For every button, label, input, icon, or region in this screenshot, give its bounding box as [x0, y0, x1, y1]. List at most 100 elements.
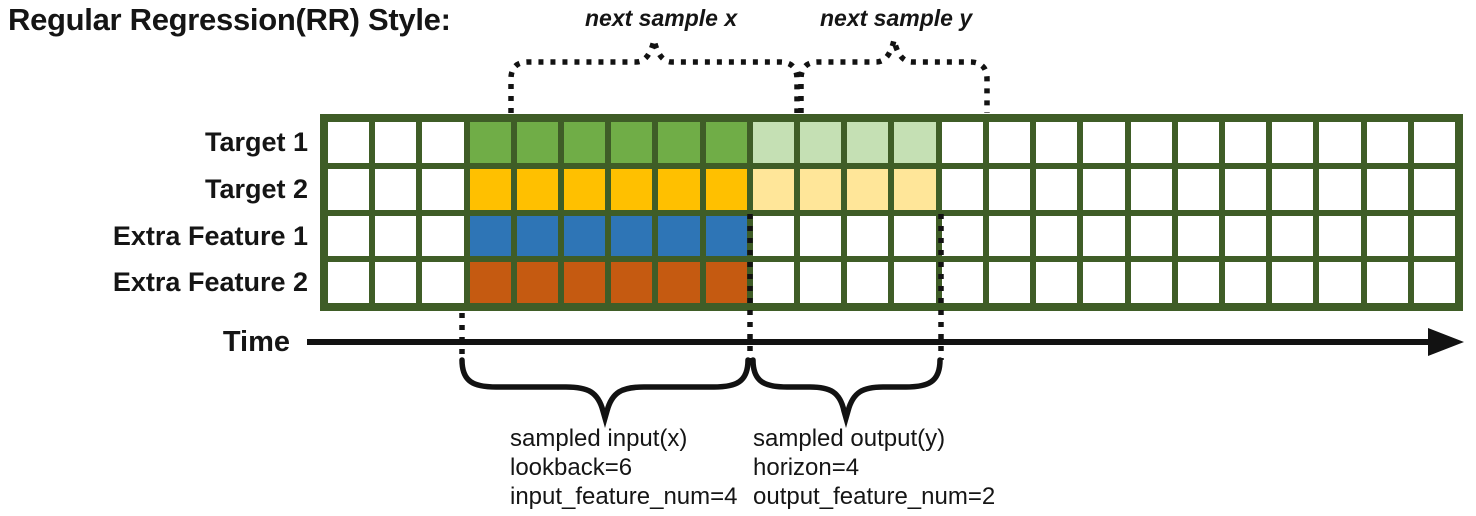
grid-cell — [941, 262, 983, 303]
grid-cell — [1272, 215, 1314, 257]
grid-cell-light-yellow — [894, 168, 936, 210]
grid-cell — [328, 262, 370, 303]
time-axis-arrowhead — [1428, 328, 1464, 356]
row-label-target-1: Target 1 — [204, 127, 308, 157]
grid-cell — [1036, 168, 1078, 210]
grid-cell — [1366, 168, 1408, 210]
input-feature-num-value: input_feature_num=4 — [510, 483, 738, 510]
time-axis-label: Time — [222, 325, 290, 358]
next-sample-y-brace — [798, 39, 990, 113]
grid-cell — [847, 215, 889, 257]
row-label-target-2: Target 2 — [204, 173, 308, 204]
grid-cell-green — [469, 122, 511, 163]
grid-cell — [1366, 262, 1408, 303]
grid-cell-blue — [658, 215, 700, 257]
grid-cell — [988, 215, 1031, 257]
grid-cell — [800, 262, 842, 303]
grid-cell-light-green — [800, 122, 842, 163]
grid-cell — [1177, 122, 1219, 163]
grid-cell-green — [611, 122, 653, 163]
grid-cell — [1224, 168, 1267, 210]
grid-cell-yellow — [611, 168, 653, 210]
grid-cell-light-green — [752, 122, 795, 163]
sampled-output-title: sampled output(y) — [753, 425, 946, 452]
grid-cell — [375, 122, 417, 163]
grid-cell-blue — [516, 215, 559, 257]
timeseries-grid — [320, 114, 1463, 311]
grid-cell — [328, 122, 370, 163]
grid-cell — [988, 122, 1031, 163]
grid-cell — [988, 168, 1031, 210]
next-sample-y-label: next sample y — [820, 5, 973, 31]
grid-cell — [941, 168, 983, 210]
grid-cell — [422, 122, 464, 163]
grid-cell — [1319, 215, 1361, 257]
sampled-output-brace — [750, 357, 943, 429]
horizon-value: horizon=4 — [753, 454, 860, 481]
next-sample-x-brace — [508, 39, 800, 113]
grid-cell-light-yellow — [752, 168, 795, 210]
grid-cell — [1083, 122, 1125, 163]
grid-cell — [1319, 262, 1361, 303]
grid-cell-light-green — [847, 122, 889, 163]
grid-cell — [1366, 122, 1408, 163]
grid-cell — [941, 215, 983, 257]
grid-cell — [1413, 122, 1455, 163]
grid-cell — [752, 215, 795, 257]
grid-cell — [375, 215, 417, 257]
grid-cell — [328, 168, 370, 210]
grid-cell-light-yellow — [847, 168, 889, 210]
grid-cell-yellow — [564, 168, 606, 210]
sampled-input-title: sampled input(x) — [510, 425, 688, 452]
grid-cell — [1413, 262, 1455, 303]
grid-cell — [1224, 262, 1267, 303]
grid-cell — [1036, 122, 1078, 163]
grid-cell — [1272, 262, 1314, 303]
grid-cell-orange — [469, 262, 511, 303]
grid-cell — [328, 215, 370, 257]
grid-cell — [1319, 122, 1361, 163]
grid-cell-orange — [611, 262, 653, 303]
grid-cell-orange — [705, 262, 747, 303]
row-label-extra-feature-2: Extra Feature 2 — [112, 267, 308, 298]
grid-cell — [1130, 168, 1172, 210]
grid-cell — [375, 168, 417, 210]
grid-cell — [422, 168, 464, 210]
grid-cell — [1083, 215, 1125, 257]
grid-cell-blue — [611, 215, 653, 257]
grid-cell — [1319, 168, 1361, 210]
grid-cell — [847, 262, 889, 303]
grid-cell-green — [705, 122, 747, 163]
grid-cell — [941, 122, 983, 163]
grid-cell-blue — [705, 215, 747, 257]
page-title: Regular Regression(RR) Style: — [8, 2, 451, 37]
grid-cell-blue — [564, 215, 606, 257]
grid-cell-green — [516, 122, 559, 163]
grid-cell — [1272, 122, 1314, 163]
grid-cell-blue — [469, 215, 511, 257]
grid-cell — [1272, 168, 1314, 210]
grid-cell-yellow — [469, 168, 511, 210]
grid-cell-light-yellow — [800, 168, 842, 210]
grid-cell — [422, 262, 464, 303]
grid-cell-yellow — [658, 168, 700, 210]
grid-cell — [375, 262, 417, 303]
grid-cell — [752, 262, 795, 303]
grid-cell-green — [564, 122, 606, 163]
grid-cell — [1083, 262, 1125, 303]
sampled-input-brace — [459, 357, 751, 429]
grid-cell — [1177, 168, 1219, 210]
grid-cell — [1130, 122, 1172, 163]
grid-cell — [988, 262, 1031, 303]
next-sample-x-label: next sample x — [585, 5, 738, 31]
grid-cell — [1036, 262, 1078, 303]
grid-cell — [1177, 215, 1219, 257]
grid-cell-orange — [658, 262, 700, 303]
output-feature-num-value: output_feature_num=2 — [753, 483, 996, 510]
grid-cell — [1224, 122, 1267, 163]
grid-cell — [800, 215, 842, 257]
grid-cell — [1413, 168, 1455, 210]
grid-cell — [422, 215, 464, 257]
grid-cell-yellow — [705, 168, 747, 210]
